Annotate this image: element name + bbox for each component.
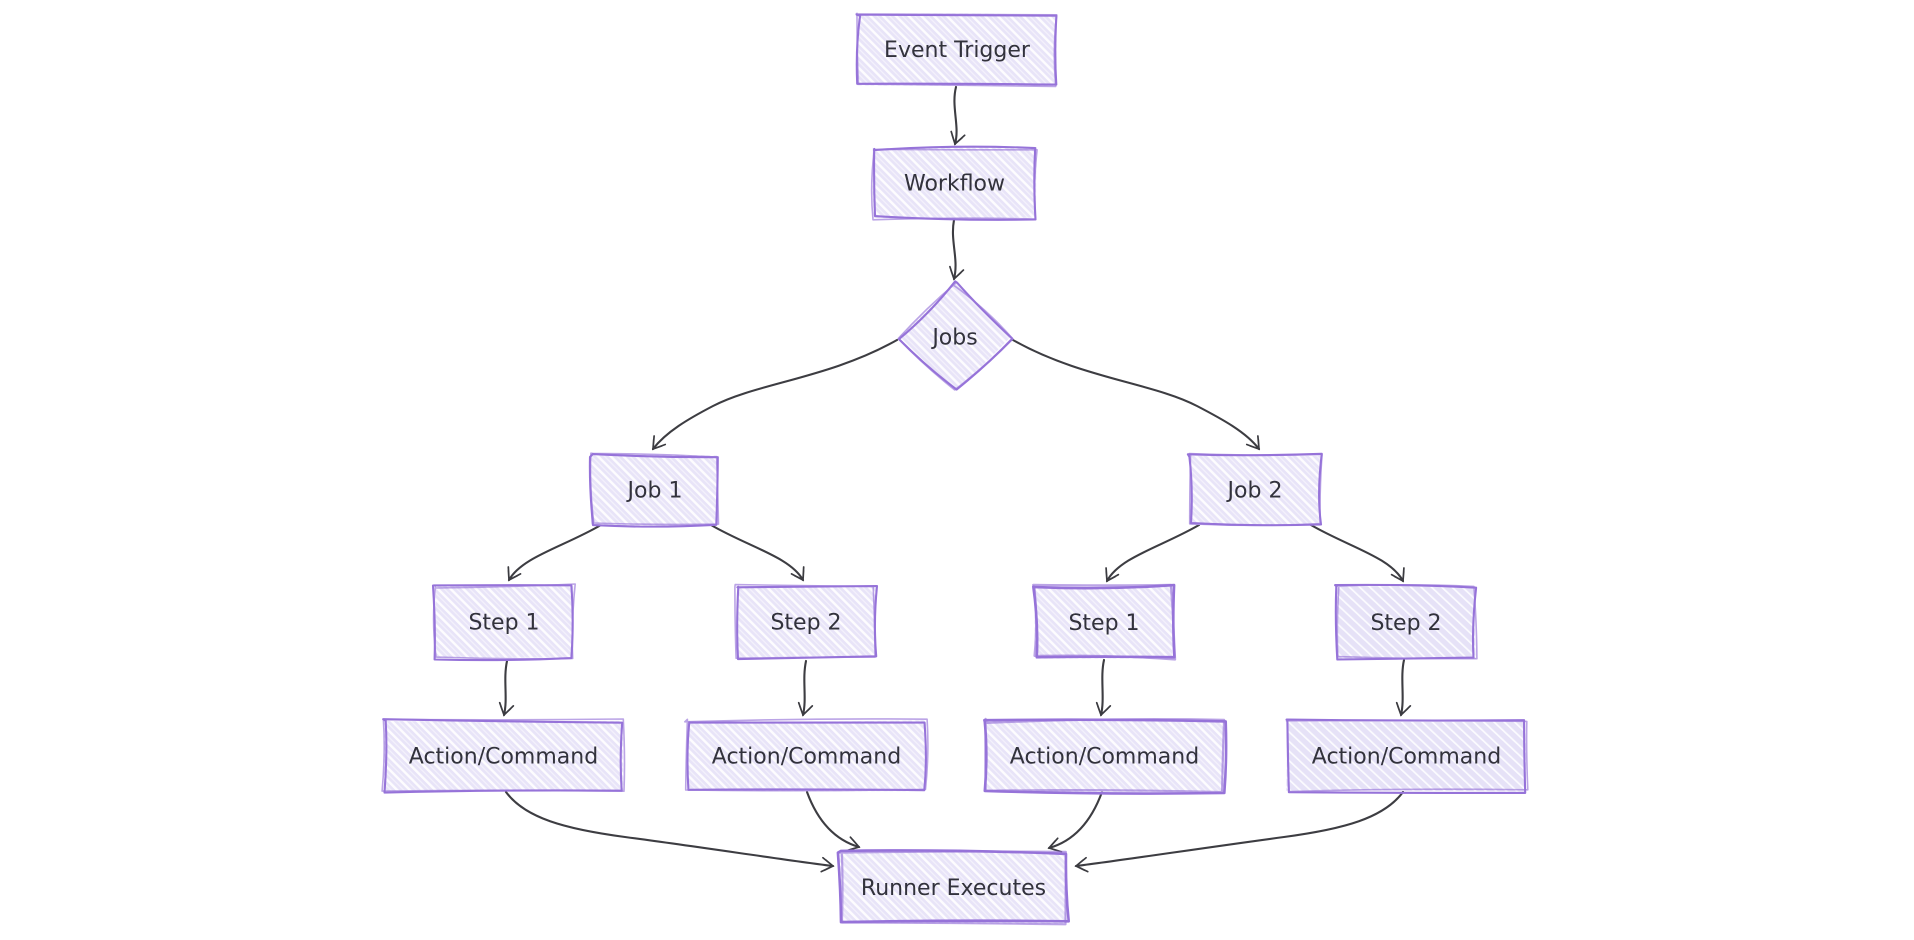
job1-step2-action-label: Action/Command	[712, 745, 901, 770]
job2-step-1-shape-outline-pass2	[1032, 583, 1177, 661]
job-2-shape-fill	[1189, 455, 1321, 526]
job2-step-2-shape-outline-pass2	[1335, 584, 1478, 660]
node-job2-step1-action: Action/Command	[983, 717, 1228, 795]
edge-jobs-to-job-1	[651, 338, 899, 451]
job-2-shape-outline-pass2	[1188, 452, 1323, 527]
node-workflow: Workflow	[870, 145, 1038, 221]
event-trigger-shape-outline-pass2	[855, 12, 1058, 88]
job-2-label: Job 2	[1226, 479, 1283, 504]
job1-step-2-shape-outline-pass2	[734, 583, 876, 659]
job1-step1-action-shape-outline-pass2	[381, 718, 626, 792]
node-job1-step1-action: Action/Command	[381, 718, 626, 794]
job-1-label: Job 1	[626, 479, 683, 504]
job2-step-1-label: Step 1	[1068, 611, 1139, 636]
workflow-label: Workflow	[904, 172, 1005, 197]
edge-job-1-to-job1-step-1	[507, 523, 603, 582]
edge-job2-step1-action-to-runner	[1047, 790, 1104, 853]
runner-label: Runner Executes	[861, 876, 1046, 901]
job1-step-1-shape-outline-pass2	[432, 583, 576, 660]
node-job2-step-1: Step 1	[1032, 583, 1177, 661]
node-job-1: Job 1	[588, 452, 720, 528]
runner-shape-fill	[839, 851, 1067, 924]
job2-step1-action-shape-fill	[984, 720, 1225, 792]
workflow-shape-fill	[872, 147, 1037, 219]
job2-step1-action-label: Action/Command	[1010, 745, 1199, 770]
job1-step2-action-shape-outline	[686, 721, 927, 792]
node-event-trigger: Event Trigger	[855, 12, 1058, 88]
job2-step1-action-shape-outline-pass2	[984, 717, 1226, 794]
node-job2-step2-action: Action/Command	[1285, 718, 1529, 794]
job1-step-2-shape-fill	[736, 586, 876, 658]
edge-job1-step-1-to-job1-step1-action	[498, 659, 515, 717]
edges-layer	[498, 85, 1412, 873]
jobs-shape-outline	[897, 280, 1014, 391]
edge-job1-step1-action-to-runner	[504, 790, 835, 873]
edge-job-2-to-job2-step-1	[1105, 523, 1201, 583]
node-job-2: Job 2	[1186, 452, 1323, 527]
edge-job2-step-1-to-job2-step1-action	[1095, 658, 1112, 717]
job-1-shape-fill	[590, 454, 719, 526]
workflow-shape-outline-pass2	[870, 148, 1038, 221]
edge-workflow-to-jobs	[949, 218, 965, 281]
job1-step2-action-shape-fill	[687, 720, 927, 792]
jobs-shape-outline-pass2	[897, 282, 1013, 391]
jobs-label: Jobs	[930, 326, 977, 351]
edge-job1-step-2-to-job1-step2-action	[797, 659, 814, 717]
node-job1-step2-action: Action/Command	[684, 718, 929, 792]
job2-step-2-shape-fill	[1336, 586, 1476, 659]
job2-step2-action-label: Action/Command	[1312, 745, 1501, 770]
edge-job1-step2-action-to-runner	[805, 790, 861, 852]
node-job1-step-1: Step 1	[431, 583, 576, 662]
edge-job-2-to-job2-step-2	[1309, 523, 1405, 583]
jobs-shape-fill	[899, 282, 1011, 391]
node-job1-step-2: Step 2	[734, 583, 879, 661]
job1-step-1-label: Step 1	[468, 611, 539, 636]
edge-event-trigger-to-workflow	[950, 85, 966, 146]
job1-step2-action-shape-outline-pass2	[684, 718, 929, 792]
job-1-shape-outline-pass2	[589, 452, 720, 526]
job1-step1-action-label: Action/Command	[409, 745, 598, 770]
job2-step2-action-shape-fill	[1286, 720, 1527, 792]
job1-step1-action-shape-fill	[383, 720, 624, 792]
job1-step-1-shape-fill	[434, 585, 574, 658]
job2-step-2-label: Step 2	[1370, 611, 1441, 636]
node-runner: Runner Executes	[836, 849, 1070, 926]
job2-step2-action-shape-outline-pass2	[1285, 719, 1529, 793]
event-trigger-label: Event Trigger	[884, 38, 1031, 63]
event-trigger-shape-fill	[857, 13, 1057, 87]
job1-step-2-label: Step 2	[770, 611, 841, 636]
runner-shape-outline-pass2	[837, 850, 1067, 926]
edge-jobs-to-job-2	[1011, 338, 1261, 451]
edge-job2-step2-action-to-runner	[1074, 790, 1405, 873]
node-jobs: Jobs	[897, 280, 1014, 391]
edge-job-1-to-job1-step-2	[709, 523, 805, 582]
job2-step-1-shape-fill	[1034, 586, 1174, 659]
node-job2-step-2: Step 2	[1334, 583, 1478, 661]
edge-job2-step-2-to-job2-step2-action	[1395, 658, 1412, 717]
